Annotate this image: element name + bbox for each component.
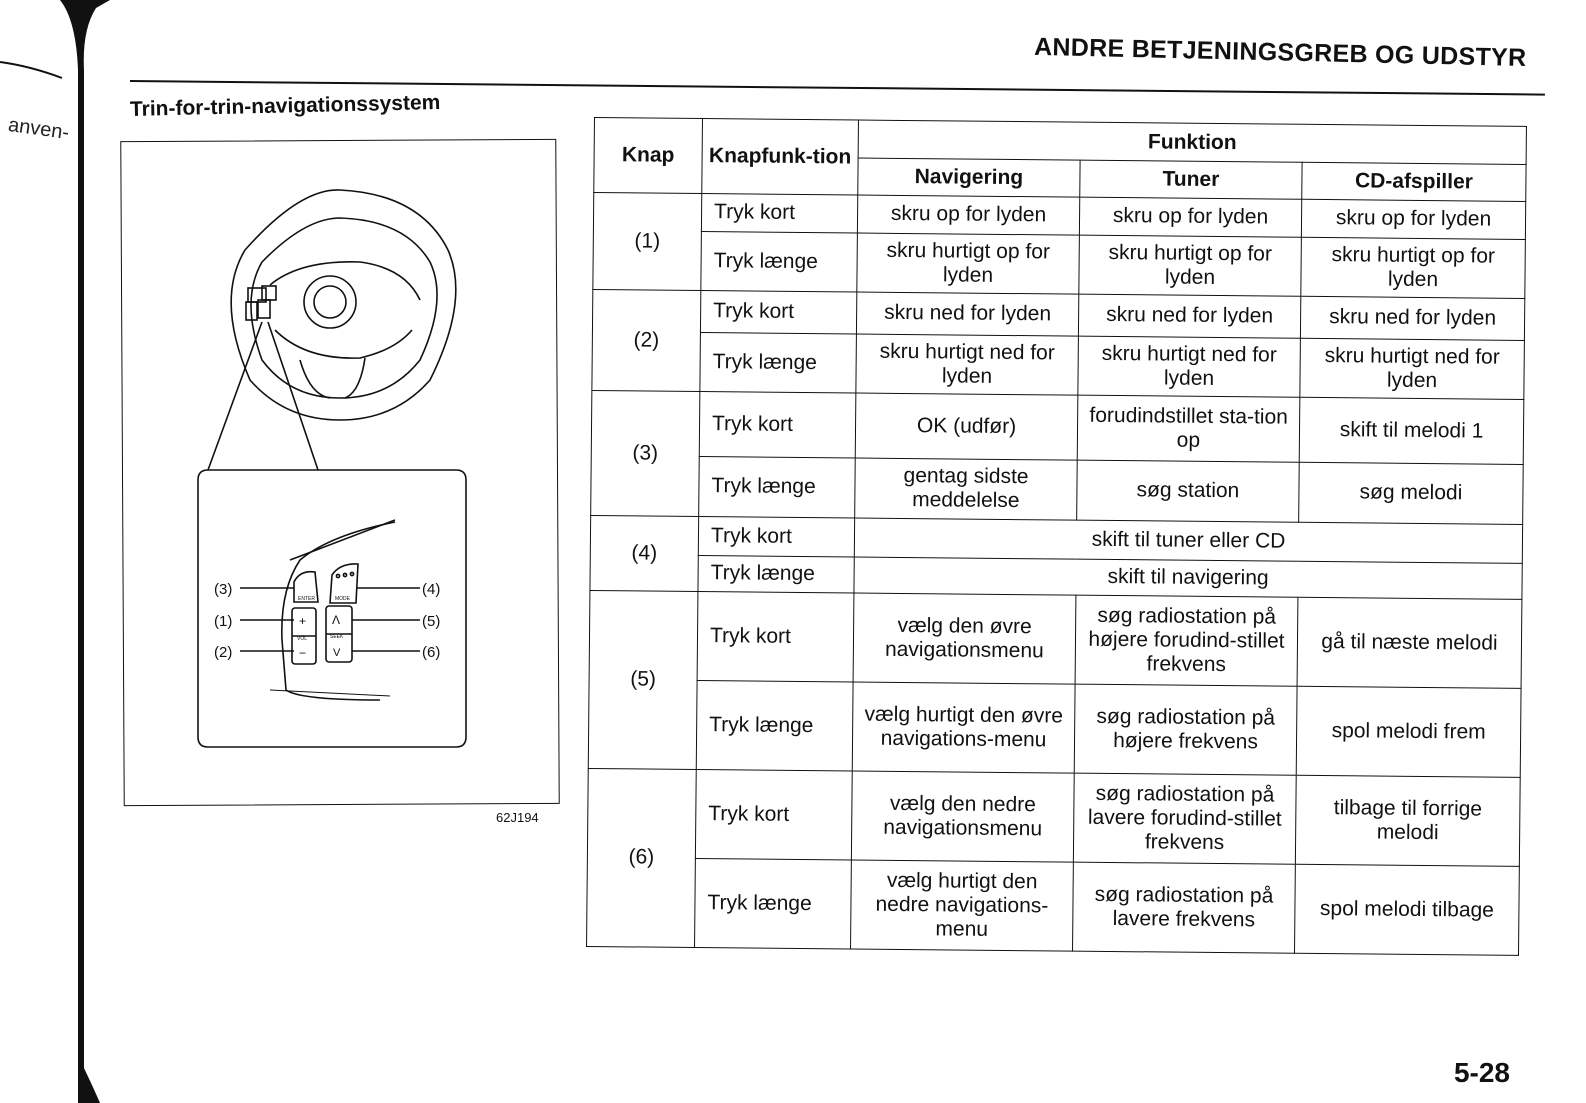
tuner-cell: søg station [1076,459,1300,523]
knap-cell: (4) [589,515,699,592]
tuner-cell: søg radiostation på højere forudind-stil… [1075,595,1298,687]
mode-cell: Tryk længe [696,680,854,771]
down-mark: V [333,647,341,659]
nav-cell: skru ned for lyden [856,291,1079,337]
knap-cell: (3) [590,390,700,517]
book-binding-shadow [0,0,110,1103]
tuner-cell: søg radiostation på lavere forudind-stil… [1073,773,1297,865]
tuner-cell: skru hurtigt op for lyden [1078,235,1302,297]
knap-cell: (5) [588,590,698,770]
nav-cell: vælg den nedre navigationsmenu [851,770,1075,863]
cd-cell: skru ned for lyden [1300,296,1525,341]
header-cd: CD-afspiller [1301,162,1527,202]
mode-cell: Tryk længe [699,332,857,393]
callout-3: (3) [214,581,232,598]
mode-cell: Tryk kort [698,516,855,557]
header-tuner: Tuner [1079,160,1303,200]
mode-cell: Tryk længe [697,555,855,594]
tuner-cell: skru ned for lyden [1078,293,1301,339]
mode-cell: Tryk længe [698,456,856,519]
knap-cell: (1) [592,192,702,291]
cd-cell: skru hurtigt op for lyden [1300,237,1526,299]
plus-mark: + [299,614,306,628]
cd-cell: skift til melodi 1 [1299,397,1524,465]
mode-cell: Tryk kort [697,591,854,683]
tuner-cell: skru hurtigt ned for lyden [1077,336,1301,398]
cd-cell: spol melodi frem [1296,686,1522,778]
mode-mark: MODE [335,596,351,602]
callout-4: (4) [422,581,440,598]
nav-cell: vælg den øvre navigationsmenu [853,593,1076,685]
tuner-cell: søg radiostation på højere frekvens [1074,684,1298,776]
nav-cell: skru op for lyden [857,194,1080,236]
cd-cell: skru op for lyden [1301,199,1526,240]
cd-cell: skru hurtigt ned for lyden [1299,338,1525,400]
mode-cell: Tryk kort [699,391,856,458]
callout-5: (5) [422,613,440,630]
figure-code: 62J194 [496,810,539,825]
nav-cell: vælg hurtigt den øvre navigations-menu [852,682,1076,774]
knap-cell: (6) [586,768,697,948]
minus-mark: − [299,646,306,660]
mode-cell: Tryk kort [700,290,857,335]
callout-1: (1) [214,613,232,630]
callout-2: (2) [214,644,232,661]
mode-cell: Tryk længe [700,231,858,292]
mode-cell: Tryk længe [694,858,852,950]
nav-cell: gentag sidste meddelelse [854,457,1078,521]
header-knapfunktion: Knapfunk-tion [701,118,859,195]
header-knap: Knap [593,117,703,194]
callout-6: (6) [422,644,440,661]
seek-mark: SEEK [330,634,344,640]
button-function-table: Knap Knapfunk-tion Funktion Navigering T… [586,117,1527,956]
tuner-cell: forudindstillet sta-tion op [1077,395,1300,462]
nav-cell: skru hurtigt op for lyden [856,233,1080,294]
tuner-cell: søg radiostation på lavere frekvens [1072,862,1296,954]
mode-cell: Tryk kort [701,193,858,234]
vol-mark: VOL [297,636,307,642]
enter-mark: ENTER [298,596,315,602]
tuner-cell: skru op for lyden [1079,196,1302,238]
page-number: 5-28 [1453,1057,1510,1088]
knap-cell: (2) [591,289,701,392]
nav-cell: OK (udfør) [855,392,1078,460]
header-navigering: Navigering [857,158,1081,197]
header-funktion: Funktion [858,120,1527,165]
cd-cell: tilbage til forrige melodi [1295,775,1521,867]
nav-cell: skru hurtigt ned for lyden [855,334,1079,396]
cd-cell: spol melodi tilbage [1294,864,1520,956]
cd-cell: søg melodi [1298,461,1524,525]
mode-cell: Tryk kort [695,769,853,860]
nav-cell: vælg hurtigt den nedre navigations-menu [850,859,1074,952]
spanning-function-cell: skift til tuner eller CD [854,518,1523,564]
cd-cell: gå til næste melodi [1297,597,1522,689]
up-mark: Λ [332,613,340,627]
